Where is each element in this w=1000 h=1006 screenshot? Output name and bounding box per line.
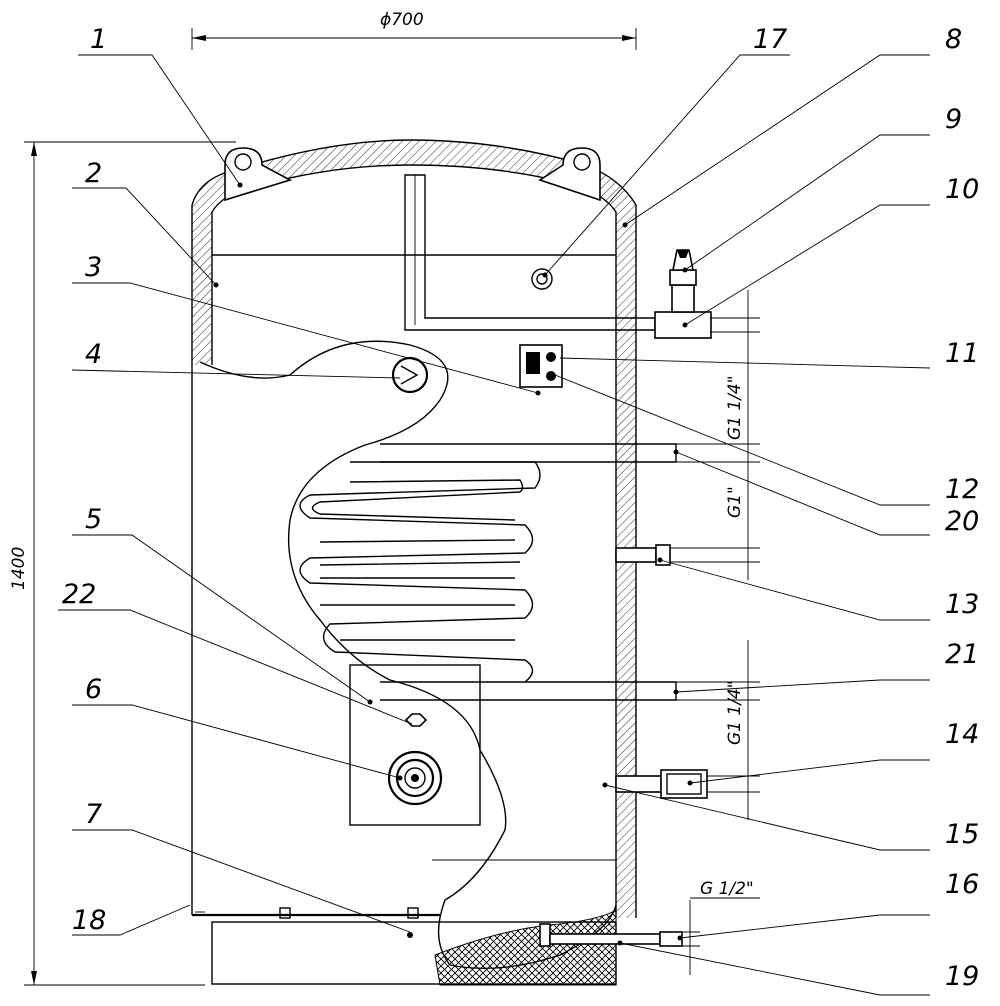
callout-20: 20 [945,506,979,537]
callout-6: 6 [85,674,102,705]
callout-10: 10 [945,174,979,205]
callout-22: 22 [62,579,96,610]
sensor-boss [531,268,553,290]
callout-18: 18 [72,905,106,936]
leader-lines [58,54,931,996]
flange-assembly [349,664,481,826]
height-dimension: 1400 [9,141,236,986]
callout-labels: 1 2 3 4 5 22 6 7 18 17 8 9 10 11 12 20 1… [62,24,979,992]
callout-8: 8 [945,24,962,55]
diameter-dimension: ϕ700 [191,10,637,50]
callout-4: 4 [85,339,102,370]
callout-17: 17 [753,24,787,55]
anode-port [391,356,429,394]
callout-1: 1 [90,24,107,55]
thread-low-label: G1 1/4" [725,680,745,745]
callout-5: 5 [85,504,102,535]
callout-11: 11 [945,338,979,369]
callout-13: 13 [945,589,979,620]
tank-body [191,139,637,985]
callout-15: 15 [945,819,979,850]
connection-13 [615,544,671,566]
heating-coil [299,443,677,701]
thermostat [519,344,563,388]
callout-14: 14 [945,719,979,750]
callout-3: 3 [85,252,102,283]
height-label: 1400 [9,547,29,590]
thread-top-label: G1 1/4" [725,375,745,440]
foam-bottom [434,909,683,986]
thread-mid-label: G1" [725,486,745,518]
connection-14 [615,769,708,799]
thread-dimensions: G1 1/4" G1" G1 1/4" G 1/2" [670,290,760,975]
diameter-label: ϕ700 [380,10,424,30]
callout-19: 19 [945,961,979,992]
callout-9: 9 [945,104,962,135]
callout-7: 7 [85,799,102,830]
outlet-fitting [654,249,712,339]
thread-bottom-label: G 1/2" [700,879,754,899]
callout-16: 16 [945,869,979,900]
callout-12: 12 [945,474,979,505]
callout-2: 2 [85,158,102,189]
callout-21: 21 [945,639,979,670]
